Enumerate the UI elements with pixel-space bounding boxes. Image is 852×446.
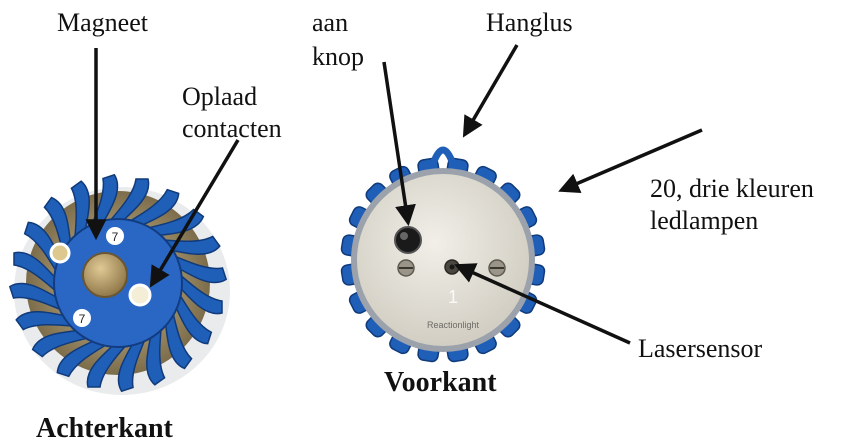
brand-logo: Reactionlight [427,320,480,330]
label-oplaad-line1: Oplaad [182,82,257,112]
label-oplaad-line2: contacten [182,114,282,144]
hanging-loop [433,150,453,164]
front-device: 1 Reactionlight [341,150,546,362]
number-badge-text: 7 [112,230,119,244]
screw-left [398,260,414,276]
label-leds-line1: 20, drie kleuren [650,174,814,204]
front-number: 1 [448,287,458,307]
arrow-hanglus [465,45,517,134]
label-aan-line1: aan [312,8,348,38]
label-hanglus: Hanglus [486,8,573,38]
on-button[interactable] [395,227,421,253]
charge-contact [130,285,150,305]
label-aan-line2: knop [312,42,364,72]
charge-contact [51,244,69,262]
magnet [83,253,127,297]
screw-right [489,260,505,276]
label-lasersensor: Lasersensor [638,334,762,364]
title-achterkant: Achterkant [36,414,173,444]
number-badge-text: 7 [79,312,86,326]
label-leds-line2: ledlampen [650,206,758,236]
laser-sensor [445,260,459,274]
label-magneet: Magneet [57,8,148,38]
title-voorkant: Voorkant [384,368,497,398]
